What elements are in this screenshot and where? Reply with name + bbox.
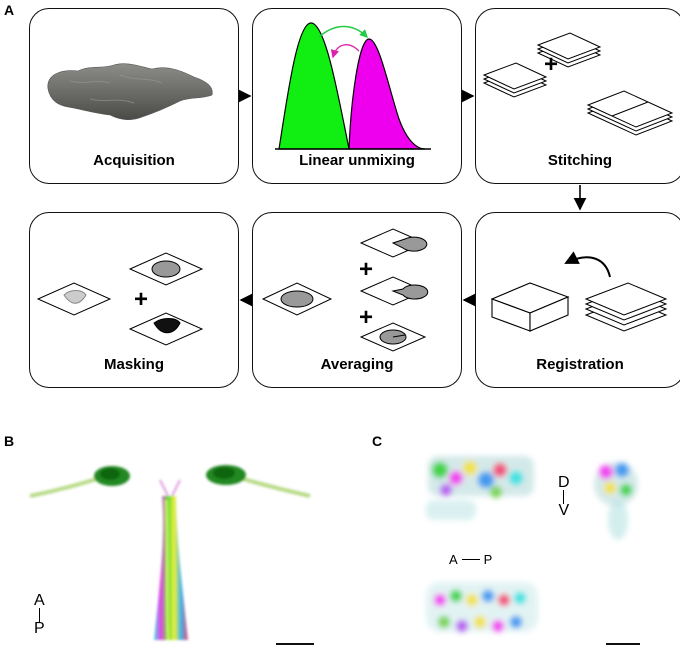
image-stack — [584, 282, 668, 332]
masking-step: + Masking — [29, 212, 239, 388]
panel-b-ap-axis: A P — [34, 592, 45, 637]
frontal-projection — [594, 462, 638, 540]
registration-label: Registration — [536, 356, 624, 373]
dorsal-projection — [426, 582, 538, 632]
averaging-plus-sign-1: + — [359, 256, 374, 283]
tile-stacks-illustration — [482, 32, 674, 136]
averaging-illustration — [261, 228, 429, 352]
magenta-emission-peak — [348, 38, 426, 150]
stitching-label: Stitching — [547, 152, 613, 169]
registration-arrow — [564, 251, 611, 278]
panel-b-posterior-label: P — [34, 620, 45, 637]
panel-c-ventral-label: V — [558, 502, 570, 519]
stitching-step: + Stitching — [475, 8, 680, 184]
stitching-plus-sign: + — [544, 51, 559, 78]
panel-c-ap-axis-line — [461, 559, 480, 560]
averaging-step: + + Averaging — [252, 212, 462, 388]
panel-c-dorsal-label: D — [558, 474, 570, 491]
masking-plus-sign: + — [134, 286, 149, 313]
panel-c-dv-axis-line — [563, 490, 565, 504]
acquisition-step: Acquisition — [29, 8, 239, 184]
registration-step: Registration — [475, 212, 680, 388]
averaging-label: Averaging — [320, 356, 394, 373]
panel-label-c: C — [372, 433, 383, 449]
panel-c-scale-bar — [606, 643, 640, 645]
masking-illustration — [36, 252, 204, 346]
reference-volume-box — [490, 282, 570, 332]
acquisition-label: Acquisition — [93, 152, 175, 169]
lateral-projection — [426, 456, 534, 520]
green-emission-peak — [278, 22, 350, 150]
panel-c-dv-axis: D V — [558, 474, 570, 519]
linear-unmixing-label: Linear unmixing — [299, 152, 415, 169]
panel-c-anterior-label: A — [449, 552, 458, 567]
panel-b-axis-line — [38, 608, 40, 622]
panel-c-ap-axis: A P — [449, 552, 492, 567]
brain-specimen-illustration — [47, 63, 213, 121]
green-crosstalk-arrow — [318, 25, 368, 38]
panel-b-anterior-label: A — [34, 592, 45, 609]
linear-unmixing-step: Linear unmixing — [252, 8, 462, 184]
magenta-crosstalk-arrow — [330, 44, 360, 59]
masking-label: Masking — [103, 356, 164, 373]
registration-illustration — [490, 251, 668, 332]
spectral-unmixing-plot — [275, 22, 431, 150]
panel-b-scale-bar — [276, 643, 314, 645]
panel-label-b: B — [4, 433, 15, 449]
averaging-plus-sign-2: + — [359, 304, 374, 331]
panel-c-posterior-label: P — [483, 552, 493, 567]
panel-label-a: A — [4, 2, 15, 18]
